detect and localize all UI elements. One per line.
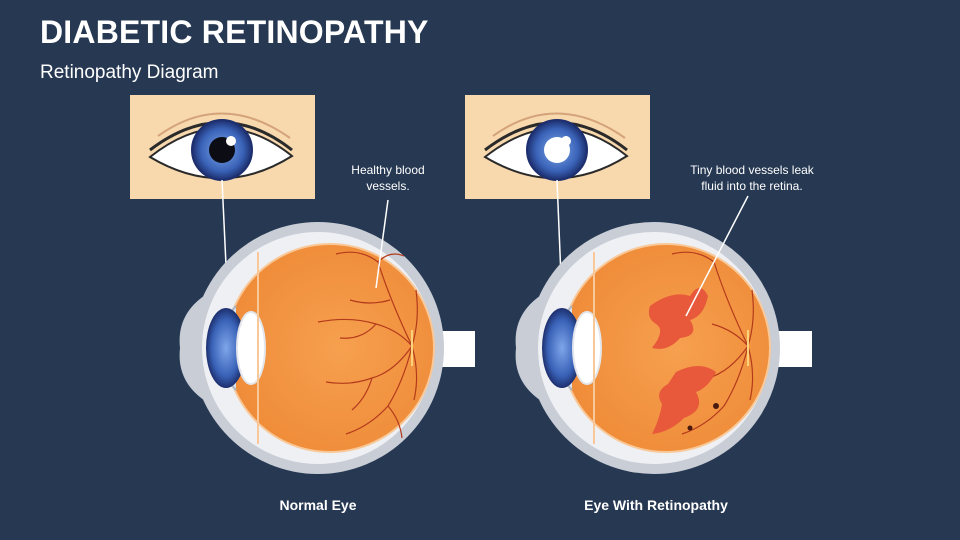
normal-eye-caption: Normal Eye xyxy=(279,497,357,513)
fluid-leak-lower xyxy=(652,366,716,434)
healthy-blood-vessels xyxy=(317,251,418,439)
retinopathy-eye-diagram xyxy=(465,95,812,474)
slide-subtitle: Retinopathy Diagram xyxy=(40,62,219,83)
lens-2 xyxy=(572,311,602,385)
retinopathy-eye-caption: Eye With Retinopathy xyxy=(584,497,728,513)
lens xyxy=(236,311,266,385)
side-iris-2 xyxy=(542,308,582,388)
normal-eye-callout: Healthy blood vessels. xyxy=(351,163,425,193)
normal-eye-diagram xyxy=(130,95,475,474)
retinopathy-callout: Tiny blood vessels leak fluid into the r… xyxy=(690,163,814,193)
side-iris xyxy=(206,308,246,388)
slide-title: DIABETIC RETINOPATHY xyxy=(40,14,429,50)
normal-eye-front-view xyxy=(130,95,315,199)
